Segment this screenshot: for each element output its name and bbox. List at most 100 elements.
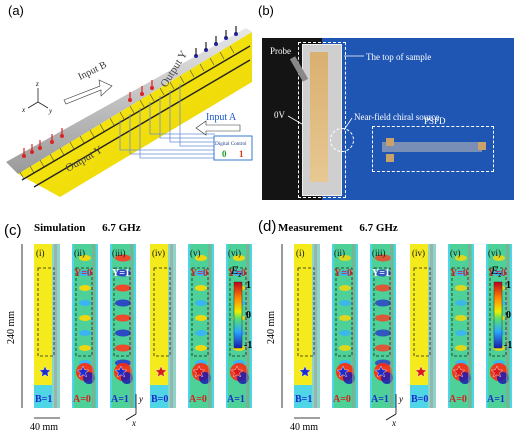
field-lobe (115, 284, 131, 292)
field-lobe (79, 315, 91, 321)
field-lobe (339, 255, 351, 261)
field-lobe (79, 330, 91, 336)
device-waveguide-line (21, 45, 251, 181)
axis-z-label: z (35, 80, 39, 88)
subpanel-id-label: (ii) (74, 248, 85, 258)
output-y-label: Y=0 (450, 268, 468, 279)
edge-strip (54, 244, 57, 408)
field-map-subpanel: (ii)Y=0A=0 (72, 244, 98, 408)
field-lobe (115, 254, 131, 262)
digital-control-box (213, 135, 253, 161)
dashed-region-box (489, 267, 507, 357)
field-lobe (339, 285, 351, 291)
axis-y-label: y (138, 394, 143, 404)
colorbar-tick: 1 (246, 280, 251, 291)
connector (386, 154, 394, 162)
field-map-subpanel: (ii)Y=0A=0 (332, 244, 358, 408)
edge-strip (390, 244, 393, 408)
output-y-label: Y=0 (334, 268, 352, 279)
dashed-region-box (413, 267, 431, 357)
output-y-label: Y=1 (372, 268, 390, 279)
panel-c-header: Simulation 6.7 GHz (34, 222, 260, 234)
field-lobe (195, 330, 207, 336)
axis-x-label: x (21, 106, 26, 114)
field-lobe (455, 255, 467, 261)
subpanel-id-label: (iv) (412, 248, 425, 258)
source-star-icon (114, 365, 128, 378)
colorbar-tick: -1 (504, 340, 512, 351)
panel-a-device-diagram: Input B Input A Output Y Output Y Digita… (6, 26, 253, 197)
axis-triad (27, 88, 49, 109)
input-value-label: B=0 (411, 394, 428, 405)
edge-strip (170, 244, 173, 408)
field-lobe (493, 270, 505, 276)
field-lobe (79, 270, 91, 276)
chiral-source-circle (330, 128, 354, 152)
input-value-label: A=1 (371, 394, 389, 405)
field-map-subpanel: (iv)B=0 (150, 244, 176, 408)
field-lobe (375, 314, 391, 322)
edge-strip (92, 244, 95, 408)
field-lobe (115, 329, 131, 337)
blue-spin-arrows (194, 32, 238, 58)
field-map-subpanel: (v)Y=0A=0 (448, 244, 474, 408)
input-value-label: A=0 (333, 394, 351, 405)
panel-d-title: Measurement (278, 222, 343, 234)
field-lobe (375, 329, 391, 337)
panel-d-fieldmaps: (i)B=1(ii)Y=0A=0(iii)Y=1A=1(iv)B=0(v)Y=0… (266, 244, 512, 433)
pspd-text: PSPD (424, 116, 446, 126)
source-star-icon (298, 365, 312, 378)
output-y-label: Y=0 (190, 268, 208, 279)
colorbar-tick: 1 (506, 280, 511, 291)
panel-d-header: Measurement 6.7 GHz (278, 222, 504, 234)
field-lobe (79, 345, 91, 351)
field-lobe (375, 269, 391, 277)
field-lobe (455, 315, 467, 321)
device-substrate (18, 32, 252, 197)
colorbar-tick: 0 (246, 310, 251, 321)
source-star-icon (230, 365, 244, 378)
dashed-region-box (451, 267, 469, 357)
field-lobe (79, 285, 91, 291)
field-lobe (195, 315, 207, 321)
dashed-region-box (153, 267, 171, 357)
field-lobe (375, 284, 391, 292)
colorbar-tick: -1 (244, 340, 252, 351)
connector (386, 138, 394, 146)
pspd-dashed-box (372, 126, 494, 172)
field-lobe (375, 344, 391, 352)
zero-v-text: 0V (274, 110, 285, 120)
axis-indicator (125, 413, 137, 421)
panel-b-photo: Probe The top of sample 0V Near-field ch… (262, 38, 514, 200)
output-y-label: Y=1 (112, 268, 130, 279)
source-star-icon (452, 365, 466, 378)
source-star-icon (154, 365, 168, 378)
axis-x-label: x (391, 418, 396, 428)
field-map-subpanel: (iv) B=0 (410, 244, 436, 408)
dashed-region-box (335, 267, 353, 357)
near-field-text: Near-field chiral source (354, 112, 440, 122)
subpanel-id-label: (iii) (372, 248, 386, 258)
subpanel-id-label: (vi) (228, 248, 241, 258)
output-y-label: Y=0 (488, 268, 506, 279)
panel-c-freq: 6.7 GHz (102, 222, 141, 234)
input-b-text: Input B (76, 59, 108, 82)
sample-dashed-box (298, 42, 346, 198)
field-map-subpanel: (iii) Y=1A=1 (370, 244, 396, 408)
axis-y-label: y (398, 394, 403, 404)
dashed-region-box (191, 267, 209, 357)
subpanel-id-label: (iii) (112, 248, 126, 258)
field-lobe (493, 255, 505, 261)
source-star-icon (76, 365, 90, 378)
input-value-label: B=0 (151, 394, 168, 405)
dashed-region-box (229, 267, 247, 357)
field-map-subpanel: (i)B=1 (294, 244, 320, 408)
digital-1-text: 1 (239, 149, 244, 159)
input-a-text: Input A (206, 112, 237, 123)
panel-d-label: (d) (258, 218, 277, 235)
field-map-subpanel: (i)B=1 (34, 244, 60, 408)
field-lobe (339, 345, 351, 351)
height-scale-label: 240 mm (266, 311, 277, 344)
field-lobe (375, 299, 391, 307)
field-map-subpanel: (vi)Y=0A=1 (226, 244, 252, 408)
